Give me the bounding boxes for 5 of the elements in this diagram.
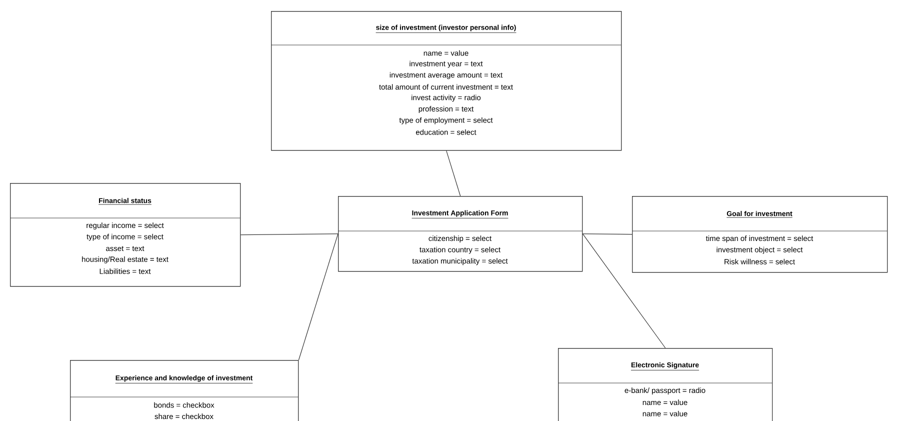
connector-line [240, 234, 338, 236]
connector-line [298, 234, 338, 360]
connector-line [582, 234, 632, 235]
connector-line [446, 150, 461, 196]
connector-line [582, 234, 666, 348]
